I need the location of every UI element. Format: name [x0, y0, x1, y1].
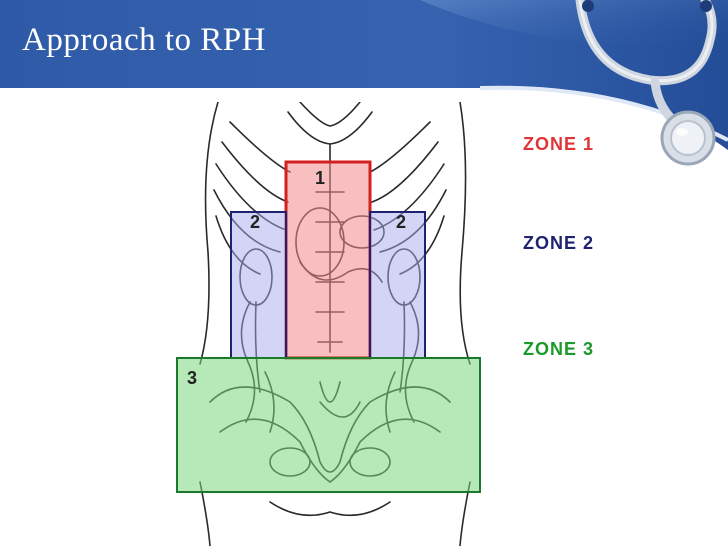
zone-2-right-marker: 2	[396, 212, 406, 232]
zone-1-label: ZONE 1	[523, 134, 595, 154]
abdominal-zones-diagram: 1 2 2 3	[170, 102, 485, 546]
zone-2-label: ZONE 2	[523, 233, 595, 253]
zone-3-marker: 3	[187, 368, 197, 388]
zone-3-label: ZONE 3	[523, 339, 595, 359]
zone-1-marker: 1	[315, 168, 325, 188]
stethoscope-icon	[575, 0, 717, 166]
zone-2-left-marker: 2	[250, 212, 260, 232]
slide-title: Approach to RPH	[22, 22, 266, 58]
